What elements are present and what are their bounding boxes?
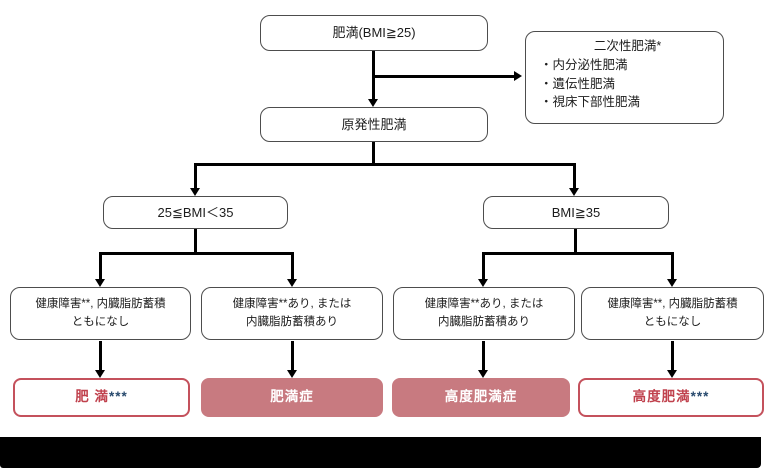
cond-low-no-health-disorder: 健康障害**, 内臓脂肪蓄積 ともになし xyxy=(10,287,191,340)
connector-cond-d-to-result-arrowhead xyxy=(667,370,677,378)
secondary-obesity-item-endocrine: ・内分泌性肥満 xyxy=(540,57,628,72)
result-severe-obesity-disease-label: 高度肥満症 xyxy=(444,389,518,405)
cond-low-no-health-disorder-line1: 健康障害**, 内臓脂肪蓄積 xyxy=(35,297,166,310)
cond-low-health-disorder-present-line1: 健康障害**あり, または xyxy=(232,297,352,310)
connector-cond-b-to-result-arrowhead xyxy=(287,370,297,378)
result-severe-obesity-disease: 高度肥満症 xyxy=(392,378,570,417)
cond-high-no-health-disorder-line1: 健康障害**, 内臓脂肪蓄積 xyxy=(607,297,738,310)
node-primary-obesity: 原発性肥満 xyxy=(260,107,488,142)
bottom-black-bar xyxy=(0,437,761,468)
connector-primary-stem xyxy=(372,142,375,166)
connector-cond-a-to-result-arrowhead xyxy=(95,370,105,378)
cond-high-no-health-disorder-line2: ともになし xyxy=(643,315,702,328)
connector-to-bmi-high-line xyxy=(573,163,576,188)
connector-obesity-to-secondary-line xyxy=(372,75,514,78)
cond-low-health-disorder-present-line2: 内臓脂肪蓄積あり xyxy=(246,315,338,328)
connector-bmi-low-stem xyxy=(194,229,197,255)
connector-to-cond-a-arrowhead xyxy=(95,279,105,287)
connector-to-cond-c-line xyxy=(482,252,485,279)
node-bmi-over-35: BMI≧35 xyxy=(483,196,669,229)
connector-bmi-high-crossbar xyxy=(482,252,674,255)
secondary-obesity-item-hypothalamic: ・視床下部性肥満 xyxy=(540,95,641,110)
result-obesity-label: 肥 満 xyxy=(75,389,109,405)
node-obesity-bmi25-label: 肥満(BMI≧25) xyxy=(332,25,416,41)
connector-to-cond-d-arrowhead xyxy=(667,279,677,287)
result-severe-obesity-asterisks: *** xyxy=(690,389,710,405)
result-obesity-asterisks: *** xyxy=(109,389,128,405)
node-obesity-bmi25: 肥満(BMI≧25) xyxy=(260,15,488,51)
node-primary-obesity-label: 原発性肥満 xyxy=(341,116,407,132)
result-obesity: 肥 満*** xyxy=(13,378,190,417)
connector-cond-d-to-result-line xyxy=(671,341,674,370)
secondary-obesity-title: 二次性肥満* xyxy=(593,39,662,53)
connector-to-cond-b-line xyxy=(291,252,294,279)
cond-high-health-disorder-present-line2: 内臓脂肪蓄積あり xyxy=(438,315,530,328)
connector-to-cond-a-line xyxy=(99,252,102,279)
secondary-obesity-item-genetic: ・遺伝性肥満 xyxy=(540,76,616,91)
node-secondary-obesity: 二次性肥満* ・内分泌性肥満 ・遺伝性肥満 ・視床下部性肥満 xyxy=(525,31,724,124)
cond-high-no-health-disorder: 健康障害**, 内臓脂肪蓄積 ともになし xyxy=(581,287,764,340)
result-severe-obesity-label: 高度肥満 xyxy=(632,389,691,405)
connector-to-cond-c-arrowhead xyxy=(478,279,488,287)
cond-low-no-health-disorder-line2: ともになし xyxy=(71,315,130,328)
connector-to-cond-b-arrowhead xyxy=(287,279,297,287)
node-bmi-25-to-35-label: 25≦BMI＜35 xyxy=(157,204,234,220)
cond-high-health-disorder-present-line1: 健康障害**あり, または xyxy=(424,297,544,310)
node-bmi-over-35-label: BMI≧35 xyxy=(551,204,601,220)
connector-to-cond-d-line xyxy=(671,252,674,279)
connector-to-bmi-low-line xyxy=(194,163,197,188)
cond-high-health-disorder-present: 健康障害**あり, または 内臓脂肪蓄積あり xyxy=(393,287,575,340)
connector-cond-c-to-result-arrowhead xyxy=(478,370,488,378)
result-severe-obesity: 高度肥満*** xyxy=(578,378,764,417)
connector-obesity-to-secondary-arrowhead xyxy=(514,71,522,81)
result-obesity-disease: 肥満症 xyxy=(201,378,383,417)
connector-bmi-low-crossbar xyxy=(99,252,294,255)
cond-low-health-disorder-present: 健康障害**あり, または 内臓脂肪蓄積あり xyxy=(201,287,383,340)
node-bmi-25-to-35: 25≦BMI＜35 xyxy=(103,196,288,229)
connector-cond-a-to-result-line xyxy=(99,341,102,370)
connector-to-bmi-high-arrowhead xyxy=(569,188,579,196)
connector-obesity-to-primary-arrowhead xyxy=(368,99,378,107)
connector-bmi-high-stem xyxy=(574,229,577,255)
connector-to-bmi-low-arrowhead xyxy=(190,188,200,196)
connector-primary-crossbar xyxy=(194,163,576,166)
connector-cond-c-to-result-line xyxy=(482,341,485,370)
result-obesity-disease-label: 肥満症 xyxy=(270,389,314,405)
connector-cond-b-to-result-line xyxy=(291,341,294,370)
